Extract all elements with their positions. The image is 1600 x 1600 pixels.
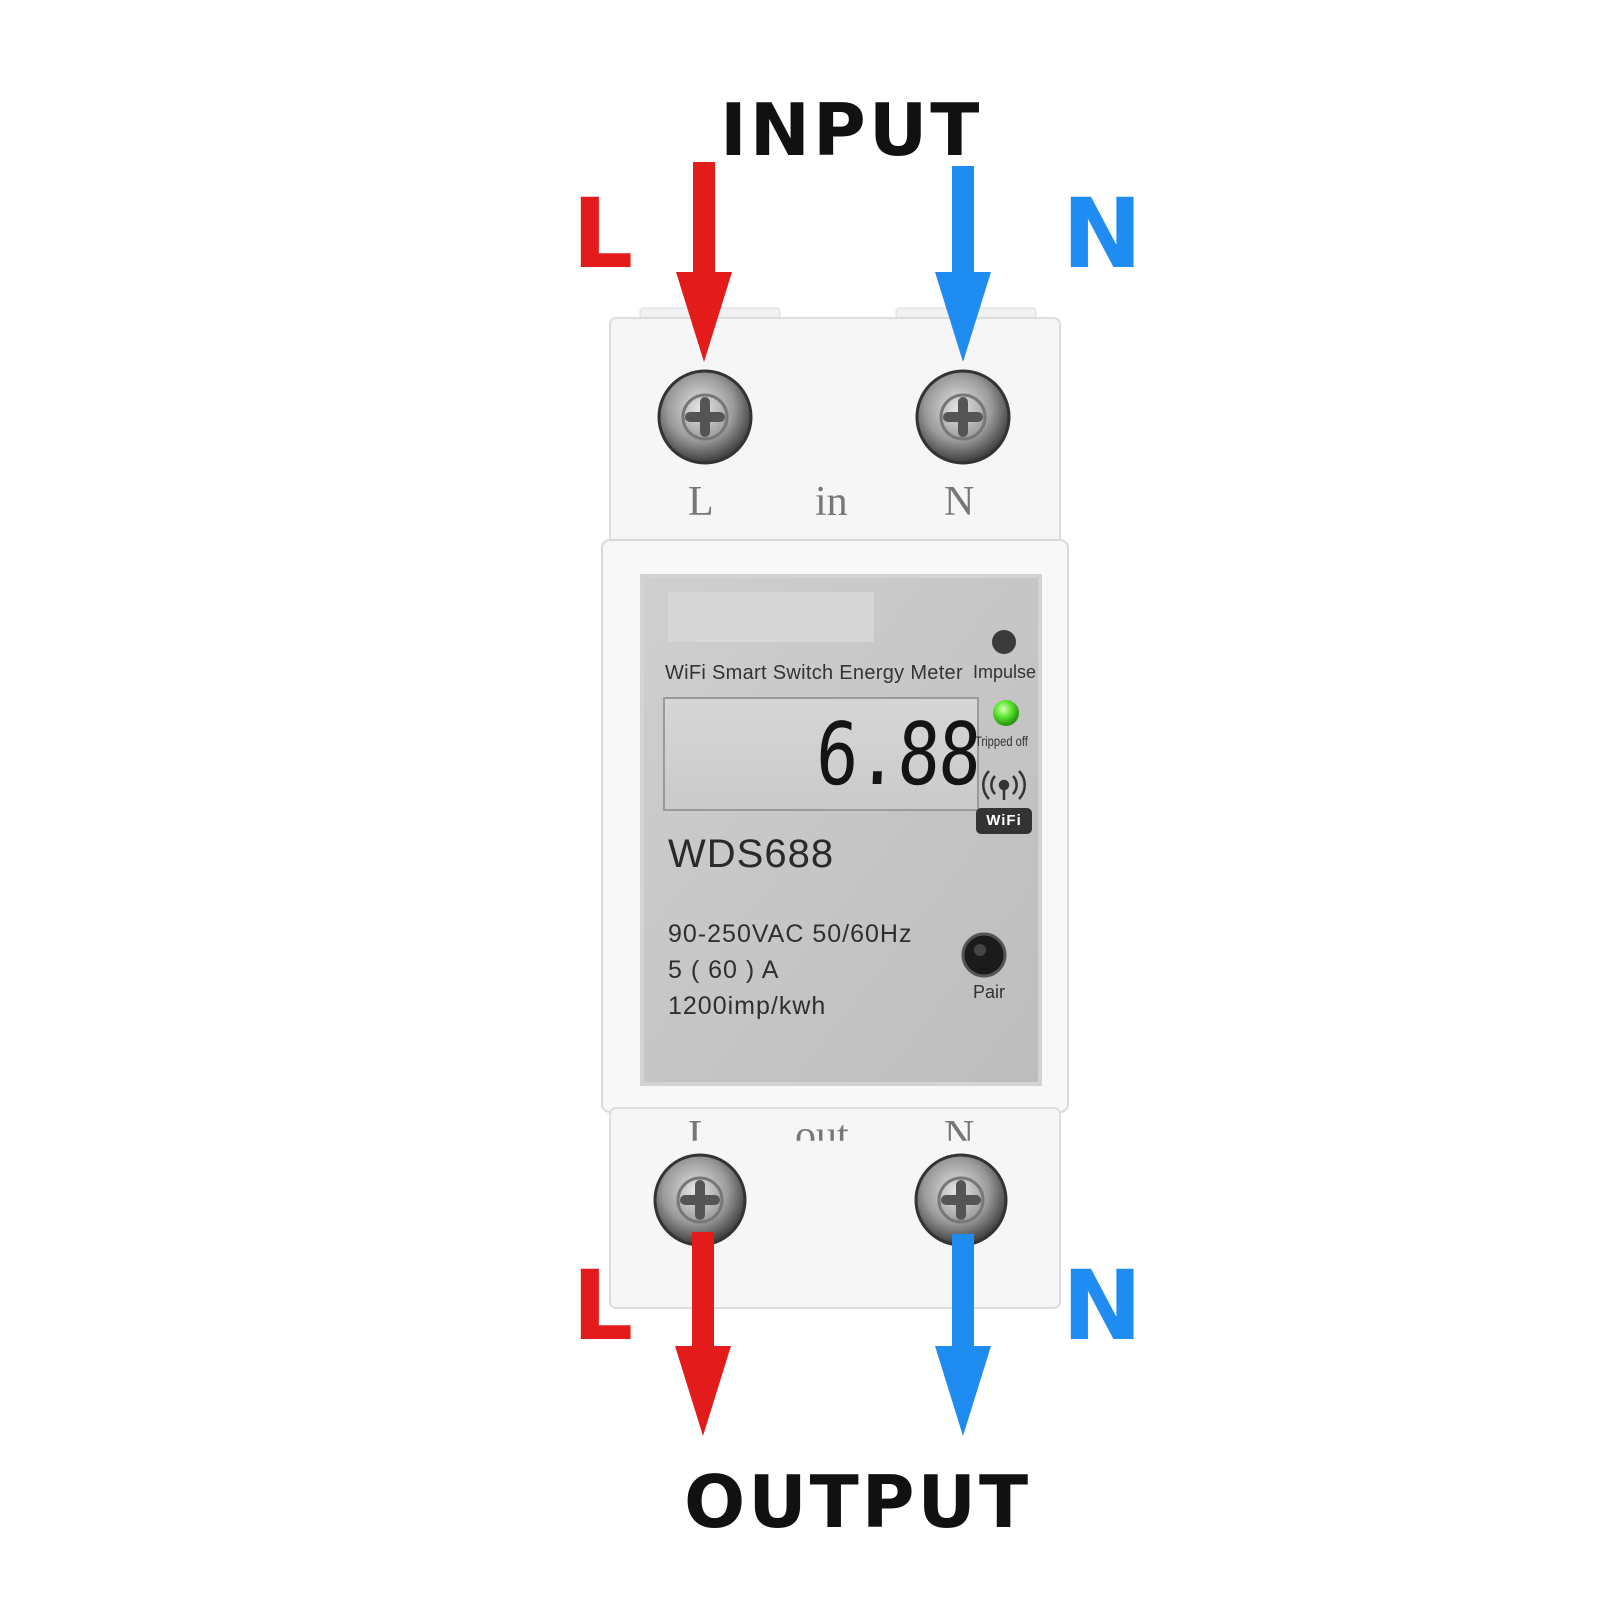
live-input-letter: L bbox=[572, 178, 634, 290]
impulse-led bbox=[992, 630, 1016, 654]
lcd-screen bbox=[663, 697, 979, 811]
arrow-down-icon bbox=[675, 1232, 731, 1436]
tripped-off-label: Tripped off bbox=[975, 733, 1028, 749]
wireless-signal-icon bbox=[982, 770, 1026, 800]
terminal-label-in: in bbox=[815, 479, 848, 525]
impulse-label: Impulse bbox=[973, 662, 1037, 682]
terminal-label-in-live: L bbox=[688, 479, 714, 525]
model-label: WDS688 bbox=[668, 832, 835, 876]
pair-label: Pair bbox=[973, 982, 1006, 1002]
arrow-down-icon bbox=[676, 162, 732, 362]
output-heading: OUTPUT bbox=[684, 1460, 1032, 1544]
terminal-label-out: out bbox=[795, 1113, 849, 1159]
pair-button[interactable] bbox=[961, 932, 1007, 978]
spec-voltage-frequency: 90-250VAC 50/60Hz bbox=[668, 920, 913, 948]
neutral-input-letter: N bbox=[1062, 178, 1143, 290]
screw-terminal-icon bbox=[653, 1153, 747, 1247]
screw-terminal-icon bbox=[915, 369, 1011, 465]
terminal-label-out-neutral: N bbox=[944, 1113, 975, 1159]
terminal-label-out-live: L bbox=[688, 1113, 714, 1159]
arrow-down-icon bbox=[935, 1234, 991, 1436]
input-heading: INPUT bbox=[720, 88, 983, 172]
lcd-reading: 6.88 bbox=[814, 705, 982, 805]
spec-current-rating: 5 ( 60 ) A bbox=[668, 956, 780, 984]
arrow-down-icon bbox=[935, 166, 991, 362]
terminal-label-in-neutral: N bbox=[944, 479, 975, 525]
label-strip bbox=[668, 592, 874, 642]
spec-impulse-constant: 1200imp/kwh bbox=[668, 992, 827, 1020]
screw-terminal-icon bbox=[657, 369, 753, 465]
tripped-status-led bbox=[993, 700, 1019, 726]
product-name: WiFi Smart Switch Energy Meter bbox=[665, 662, 963, 684]
front-panel bbox=[640, 574, 1042, 1086]
live-output-letter: L bbox=[572, 1250, 634, 1362]
neutral-output-letter: N bbox=[1062, 1250, 1143, 1362]
wifi-badge: WiFi bbox=[976, 808, 1032, 834]
screw-terminal-icon bbox=[914, 1153, 1008, 1247]
